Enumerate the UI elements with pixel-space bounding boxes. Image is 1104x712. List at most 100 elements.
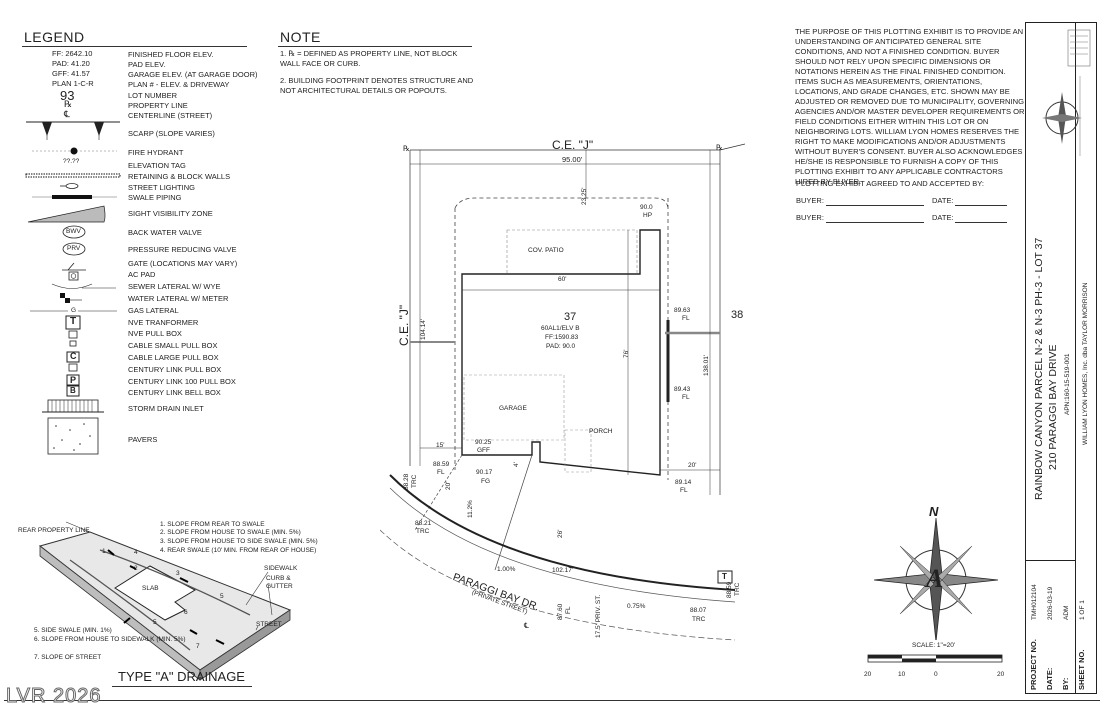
dim-slope2: 0.75%: [627, 603, 646, 610]
north-label: N: [929, 504, 939, 519]
legend-code: FF: 2642.10: [52, 49, 93, 58]
legend-code: PLAN 1-C-R: [52, 79, 94, 88]
drainage-sidewalk: SIDEWALK: [264, 565, 298, 572]
legend-desc: ELEVATION TAG: [128, 161, 186, 170]
project-apn: APN:160-15-519-001: [1064, 353, 1071, 415]
transformer-symbol: T: [70, 316, 77, 327]
scale-label: SCALE: 1"=20': [912, 642, 956, 649]
plot-lot-number: 37: [564, 311, 577, 323]
purpose-text: THE PURPOSE OF THIS PLOTTING EXHIBIT IS …: [795, 27, 1025, 186]
sheet-no-label: SHEET NO.: [1077, 649, 1086, 690]
legend-desc: PLAN # - ELEV. & DRIVEWAY: [128, 80, 230, 89]
dim-left-depth: 104.14': [420, 318, 427, 340]
pl-mark: ℞: [716, 143, 723, 152]
legend-desc: CABLE LARGE PULL BOX: [128, 353, 219, 362]
dim-drive: 26': [557, 529, 564, 538]
scale-tick: 20: [997, 671, 1005, 678]
elevation-tag-symbol: ??.??: [63, 158, 80, 165]
drainage-num: 1: [102, 548, 106, 555]
date-label: DATE:: [932, 213, 954, 222]
drainage-num: 2: [134, 565, 138, 572]
ce-top-label: C.E. "J": [552, 138, 594, 152]
buyer-signature-line[interactable]: [826, 222, 924, 223]
title-block-border: [1075, 22, 1076, 694]
drainage-slab: SLAB: [142, 585, 159, 592]
elev-fl-st: FL: [565, 606, 572, 614]
company-logo-seal: [1042, 29, 1091, 156]
legend-desc: BACK WATER VALVE: [128, 228, 202, 237]
drainage-title-rule: [112, 686, 252, 687]
elev-fg-val: 90.17: [476, 469, 493, 476]
legend-desc: GATE (LOCATIONS MAY VARY): [128, 259, 238, 268]
date-signature-line[interactable]: [955, 205, 1007, 206]
drainage-title: TYPE "A" DRAINAGE: [118, 669, 245, 684]
legend-desc: SIGHT VISIBILITY ZONE: [128, 209, 213, 218]
elev-fg: FG: [481, 478, 491, 485]
date-label: DATE:: [932, 196, 954, 205]
pl-mark: ℞: [403, 144, 410, 153]
drainage-num: 5: [153, 619, 157, 626]
agreed-label: PLOTTING EXHIBIT AGREED TO AND ACCEPTED …: [796, 179, 984, 188]
legend-rule: [22, 46, 247, 47]
elev-val: 89.14: [675, 479, 692, 486]
elev-trc4: TRC: [734, 582, 741, 596]
date-signature-line[interactable]: [955, 222, 1007, 223]
dim-slope4: 20': [445, 481, 452, 490]
dim-rear-setback: 23.25': [581, 187, 588, 205]
elev-label: FL: [682, 394, 690, 401]
project-no: TMH012104: [1031, 584, 1038, 620]
drawn-by: ADM: [1063, 605, 1070, 620]
buyer-signature-line[interactable]: [826, 205, 924, 206]
drainage-rear-pl: REAR PROPERTY LINE: [18, 527, 90, 534]
elev-label: FL: [680, 487, 688, 494]
drainage-note: 3. SLOPE FROM HOUSE TO SIDE SWALE (MIN. …: [160, 538, 318, 545]
elev-gff-val: 90.25: [475, 439, 492, 446]
drainage-note: 5. SIDE SWALE (MIN. 1%): [34, 627, 112, 634]
drainage-num: 6: [184, 609, 188, 616]
buyer-label: BUYER:: [796, 196, 824, 205]
legend-desc: NVE PULL BOX: [128, 329, 182, 338]
porch-label: PORCH: [589, 428, 613, 435]
legend-desc: CENTURY LINK PULL BOX: [128, 365, 222, 374]
note-item-1: 1. ℞ = DEFINED AS PROPERTY LINE, NOT BLO…: [280, 49, 458, 68]
cl-100-symbol: P: [70, 375, 77, 385]
legend-desc: SWALE PIPING: [128, 193, 182, 202]
elev-val: 89.43: [674, 386, 691, 393]
elev-trc4-val: 88.59: [726, 581, 733, 598]
legend-desc: STORM DRAIN INLET: [128, 404, 204, 413]
scale-tick: 20: [864, 671, 872, 678]
cov-patio-label: COV. PATIO: [528, 247, 564, 254]
centerline-symbol: ℄: [64, 109, 70, 119]
legend-desc: STREET LIGHTING: [128, 183, 195, 192]
legend-desc: WATER LATERAL W/ METER: [128, 294, 229, 303]
site-plan-drawing: [380, 143, 746, 641]
project-title: RAINBOW CANYON PARCEL N-2 & N-3 PH-3 - L…: [1033, 237, 1045, 500]
legend-desc: FINISHED FLOOR ELEV.: [128, 50, 214, 59]
legend-desc: PAD ELEV.: [128, 60, 166, 69]
project-builder: WILLIAM LYON HOMES, Inc. dba TAYLOR MORR…: [1082, 282, 1089, 445]
dim-top-width: 95.00': [562, 155, 583, 164]
elev-trc3: TRC: [692, 616, 706, 623]
legend-desc: PROPERTY LINE: [128, 101, 188, 110]
drainage-diagram: [38, 521, 292, 681]
elev-hp-val: 90.0: [640, 204, 653, 211]
plot-ff: FF:1590.83: [545, 334, 579, 341]
drainage-street: STREET: [256, 621, 282, 628]
elev-trc3-val: 88.07: [690, 607, 707, 614]
drainage-note: 6. SLOPE FROM HOUSE TO SIDEWALK (MIN. 5%…: [34, 636, 186, 643]
legend-desc: CENTERLINE (STREET): [128, 111, 213, 120]
bwv-symbol: BWV: [66, 228, 81, 235]
dim-side-right: 20': [688, 462, 697, 469]
neighbor-lot: 38: [731, 309, 744, 321]
elev-fl: FL: [437, 469, 445, 476]
dim-slope3: 11.2%: [467, 500, 474, 518]
plot-plan: 60AL1/ELV B: [541, 325, 580, 332]
project-no-label: PROJECT NO.: [1029, 639, 1038, 690]
legend-desc: SEWER LATERAL W/ WYE: [128, 282, 221, 291]
legend-desc: LOT NUMBER: [128, 91, 178, 100]
plot-pad: PAD: 90.0: [546, 343, 576, 350]
prv-symbol: PRV: [67, 245, 81, 252]
note-rule: [278, 46, 472, 47]
drainage-note: 7. SLOPE OF STREET: [34, 654, 102, 661]
elev-trc2-val: 88.21: [415, 520, 432, 527]
